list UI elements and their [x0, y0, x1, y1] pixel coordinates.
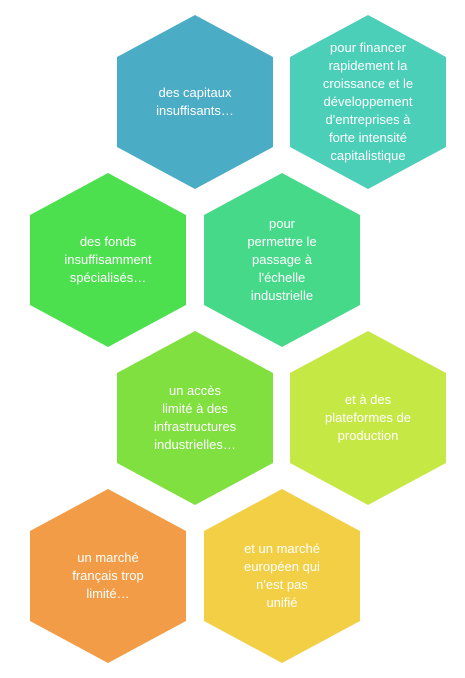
hex-capitaux — [117, 15, 273, 189]
hex-financer — [290, 15, 446, 189]
hex-fonds — [30, 173, 186, 347]
hex-marche-francais — [30, 489, 186, 663]
hex-plateformes — [290, 331, 446, 505]
hex-marche-europeen — [204, 489, 360, 663]
hex-passage — [204, 173, 360, 347]
hex-infrastructures — [117, 331, 273, 505]
